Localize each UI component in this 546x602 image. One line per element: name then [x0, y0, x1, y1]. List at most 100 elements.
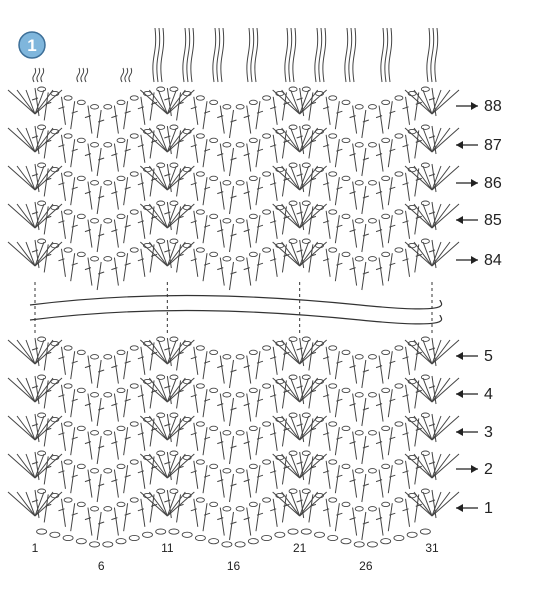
chain-loop-symbol — [262, 383, 272, 389]
double-crochet-symbol — [387, 101, 393, 130]
chain-loop-symbol — [129, 95, 139, 101]
double-crochet-symbol — [387, 215, 393, 244]
fan-stitch-symbol — [34, 89, 63, 115]
chain-loop-symbol — [394, 95, 404, 101]
stitch-bar — [270, 106, 277, 110]
chain-loop-symbol — [328, 459, 338, 465]
double-crochet-symbol — [219, 431, 225, 460]
stitch-bar — [137, 144, 145, 148]
double-crochet-symbol — [255, 139, 261, 168]
fan-stitch-symbol — [166, 89, 186, 115]
double-crochet-symbol — [246, 507, 252, 536]
chain-loop-symbol — [248, 463, 258, 470]
fan-stitch-symbol — [290, 415, 301, 441]
foundation-chain-symbol — [75, 538, 87, 545]
fan-stitch-symbol — [7, 491, 36, 517]
chain-loop-symbol — [354, 218, 364, 224]
chain-loop-symbol — [381, 175, 391, 182]
chain-loop-symbol — [262, 95, 272, 101]
fringe-tassel-icon — [182, 27, 195, 83]
double-crochet-symbol — [352, 105, 358, 134]
chain-loop-symbol — [169, 200, 179, 206]
fan-stitch-symbol — [16, 339, 36, 365]
fan-stitch-symbol — [34, 453, 45, 479]
double-crochet-symbol — [255, 427, 261, 456]
double-crochet-symbol — [272, 172, 278, 201]
fan-stitch-symbol — [290, 241, 301, 267]
stitch-bar — [428, 461, 436, 465]
double-crochet-symbol — [140, 172, 146, 201]
stitch-bar — [375, 153, 383, 157]
fringe-strand — [36, 67, 41, 83]
chain-loop-symbol — [90, 142, 100, 148]
double-crochet-symbol — [149, 168, 155, 197]
chain-loop-symbol — [169, 412, 179, 418]
chain-loop-symbol — [129, 497, 139, 503]
fan-stitch-symbol — [431, 127, 442, 153]
stitch-bar — [124, 262, 131, 266]
chain-loop-symbol — [248, 425, 258, 432]
stitch-bar — [270, 394, 277, 398]
double-crochet-symbol — [219, 257, 225, 286]
chain-loop-symbol — [262, 209, 272, 215]
fan-stitch-symbol — [431, 415, 451, 441]
fringe-strand — [292, 27, 297, 83]
stitch-bar — [362, 271, 369, 275]
chain-loop-symbol — [235, 256, 245, 262]
chain-loop-symbol — [116, 213, 126, 220]
chain-loop-symbol — [129, 209, 139, 215]
chain-loop-symbol — [328, 133, 338, 139]
stitch-bar — [375, 441, 383, 445]
chain-loop-symbol — [341, 387, 351, 394]
chain-loop-symbol — [209, 137, 219, 144]
fan-stitch-symbol — [422, 165, 433, 191]
chain-loop-symbol — [37, 238, 47, 244]
foundation-chain-symbol — [115, 538, 127, 545]
chain-loop-symbol — [262, 459, 272, 465]
foundation-chain-symbol — [49, 531, 61, 538]
chain-loop-symbol — [222, 430, 232, 436]
double-crochet-symbol — [60, 96, 66, 125]
stitch-bar — [230, 157, 237, 161]
stitch-bar — [111, 403, 118, 407]
fan-stitch-symbol — [299, 339, 327, 365]
stitch-bar — [243, 153, 250, 157]
double-crochet-symbol — [281, 206, 287, 235]
fan-stitch-symbol — [299, 165, 327, 191]
double-crochet-symbol — [70, 503, 76, 532]
stitch-bar — [164, 211, 171, 215]
chain-loop-symbol — [341, 175, 351, 182]
fan-stitch-symbol — [34, 377, 63, 403]
double-crochet-symbol — [325, 172, 331, 201]
stitch-bar — [270, 356, 277, 360]
fan-stitch-symbol — [34, 241, 45, 267]
fan-stitch-symbol — [34, 415, 45, 441]
double-crochet-symbol — [229, 147, 234, 177]
stitch-bar — [322, 182, 330, 186]
double-crochet-symbol — [255, 503, 261, 532]
stitch-bar — [322, 258, 330, 262]
fan-stitch-symbol — [431, 89, 451, 115]
fan-stitch-symbol — [431, 339, 460, 365]
fan-stitch-symbol — [140, 241, 168, 267]
fan-stitch-symbol — [166, 491, 177, 517]
double-crochet-symbol — [414, 92, 420, 121]
stitch-bar — [31, 211, 39, 215]
stitch-bar — [203, 110, 211, 114]
chain-loop-symbol — [90, 468, 100, 474]
double-crochet-symbol — [60, 384, 66, 413]
fan-stitch-symbol — [166, 491, 186, 517]
stitch-bar — [230, 483, 237, 487]
chain-loop-symbol — [103, 430, 113, 436]
double-crochet-symbol — [246, 469, 252, 498]
fan-stitch-symbol — [431, 415, 460, 441]
stitch-bar — [190, 508, 197, 512]
foundation-chain-symbol — [380, 538, 392, 545]
fan-stitch-symbol — [404, 415, 433, 441]
stitch-bar — [283, 253, 290, 257]
stitch-bar — [98, 521, 105, 525]
stitch-bar — [296, 499, 303, 503]
chain-loop-symbol — [63, 247, 73, 253]
double-crochet-symbol — [281, 494, 287, 523]
stitch-bar — [98, 483, 105, 487]
